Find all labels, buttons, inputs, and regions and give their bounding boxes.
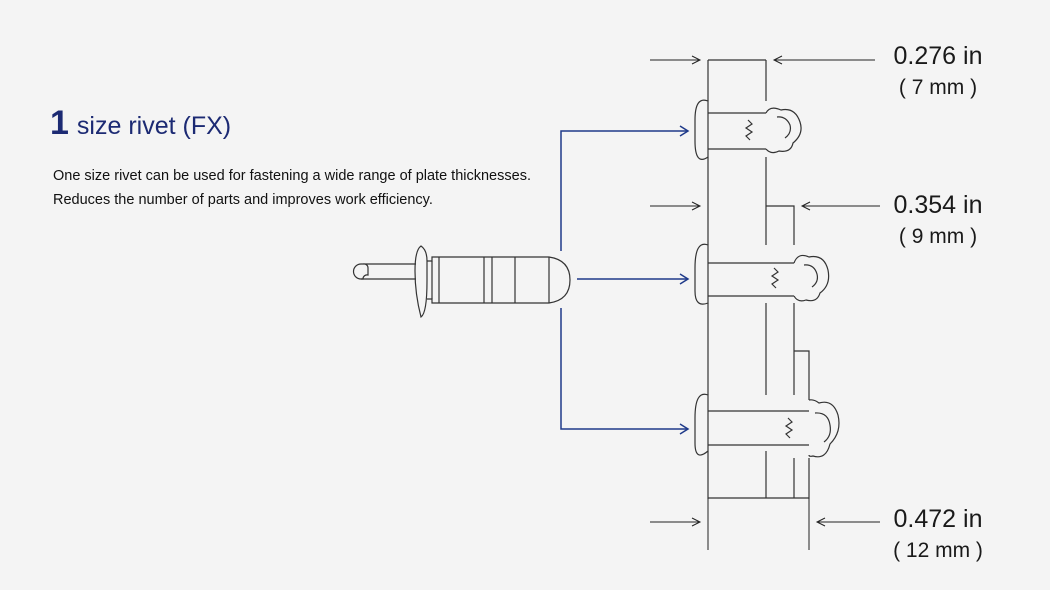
dimension-label-small: 0.276 in ( 7 mm )	[888, 42, 988, 99]
dimension-mm: ( 9 mm )	[898, 225, 978, 248]
dimension-label-large: 0.472 in ( 12 mm )	[888, 505, 988, 562]
dimension-label-medium: 0.354 in ( 9 mm )	[888, 191, 988, 248]
set-rivet-large	[694, 393, 840, 458]
dimension-mm: ( 7 mm )	[898, 76, 978, 99]
dimension-inches: 0.354 in	[893, 191, 983, 219]
description: One size rivet can be used for fastening…	[53, 164, 573, 212]
dimension-mm: ( 12 mm )	[893, 539, 983, 562]
set-rivet-medium	[694, 243, 830, 305]
plate-assembly	[707, 59, 810, 499]
dimension-lines	[650, 55, 880, 550]
dimension-inches: 0.472 in	[893, 505, 983, 533]
description-line-1: One size rivet can be used for fastening…	[53, 168, 531, 184]
rivet-illustration	[352, 245, 571, 318]
title-number: 1	[50, 104, 69, 142]
title-text: size rivet (FX)	[76, 112, 232, 140]
dimension-inches: 0.276 in	[893, 42, 983, 70]
callout-arrows	[560, 125, 690, 435]
set-rivet-small	[694, 99, 802, 160]
description-line-2: Reduces the number of parts and improves…	[53, 192, 433, 208]
